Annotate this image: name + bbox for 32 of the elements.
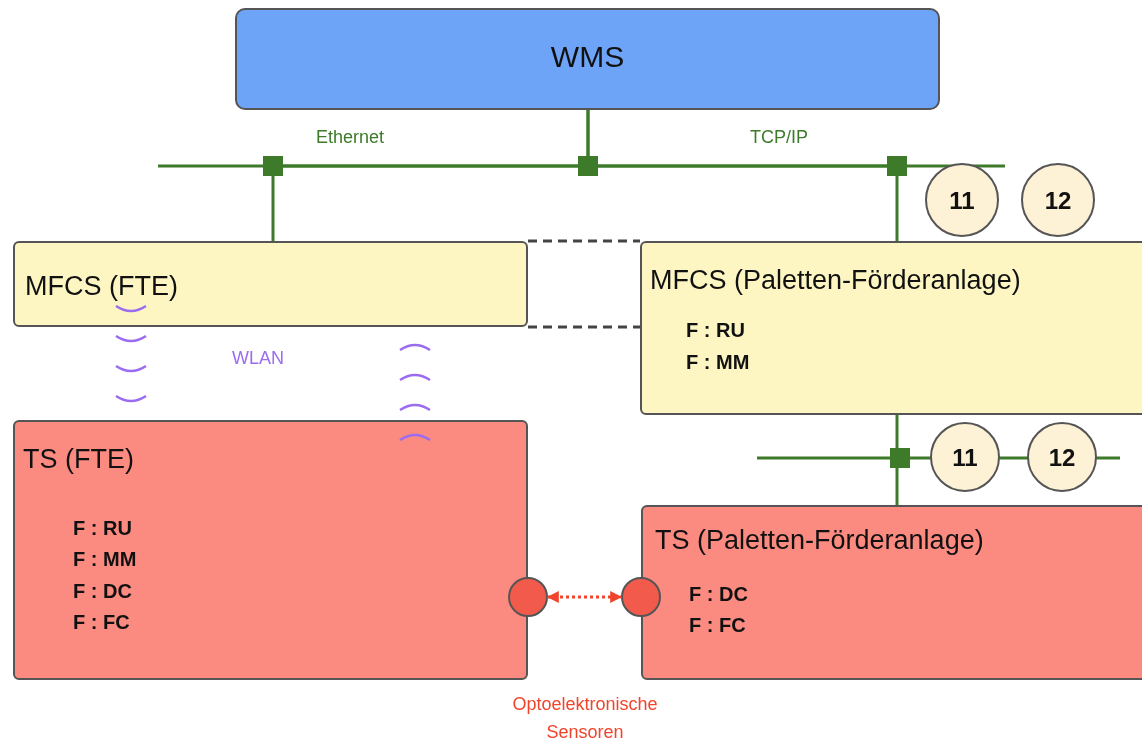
function-label: F : DC — [73, 580, 132, 603]
system-box — [13, 241, 528, 327]
function-label: F : RU — [73, 517, 132, 540]
callout-number: 12 — [1047, 444, 1077, 472]
bus-label: Ethernet — [316, 127, 385, 148]
sensor-circle — [508, 577, 548, 617]
callout-number: 12 — [1043, 187, 1073, 215]
system-title: WMS — [549, 40, 626, 74]
system-title: MFCS (Paletten-Förderanlage) — [650, 265, 1021, 296]
wireless-label: WLAN — [232, 348, 284, 369]
function-label: F : MM — [686, 351, 750, 374]
connector-line — [546, 591, 623, 603]
system-box — [13, 420, 528, 680]
system-title: TS (Paletten-Förderanlage) — [655, 525, 984, 556]
sensor-caption: Optoelektronische Sensoren — [511, 693, 659, 740]
function-label: F : DC — [689, 583, 748, 606]
function-label: F : RU — [686, 319, 745, 342]
system-title: MFCS (FTE) — [25, 271, 178, 302]
system-box — [235, 8, 940, 110]
system-box — [641, 505, 1142, 680]
connector-line — [586, 110, 899, 241]
connector-line — [895, 415, 899, 505]
system-box — [640, 241, 1142, 415]
connector-line — [526, 239, 642, 329]
sensor-circle — [621, 577, 661, 617]
bus-label: TCP/IP — [750, 127, 808, 148]
function-label: F : FC — [689, 614, 746, 637]
function-label: F : MM — [73, 548, 137, 571]
callout-number: 11 — [948, 187, 976, 215]
function-label: F : FC — [73, 611, 130, 634]
callout-number: 11 — [951, 444, 979, 472]
system-title: TS (FTE) — [23, 444, 134, 475]
